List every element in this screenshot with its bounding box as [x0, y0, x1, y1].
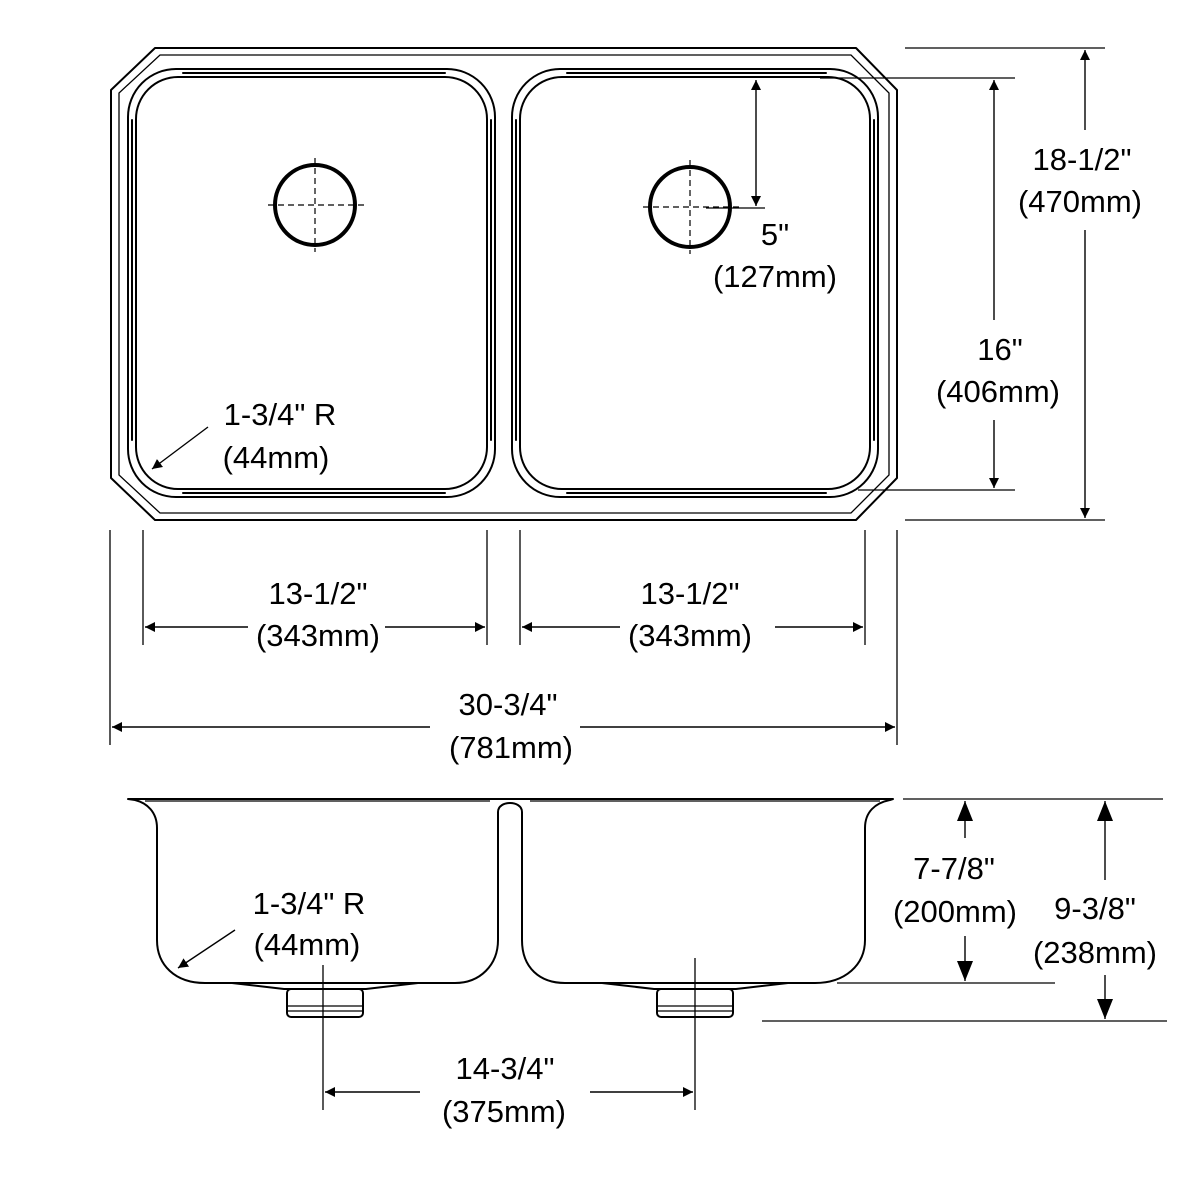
left-drain-icon: [273, 163, 357, 247]
drain-offset-mm: (127mm): [713, 259, 837, 294]
side-corner-radius-in: 1-3/4" R: [253, 886, 366, 921]
right-bowl-width-dimension: 13-1/2" (343mm): [522, 576, 863, 653]
right-bowl-width-mm: (343mm): [628, 618, 752, 653]
bowl-height-mm: (200mm): [893, 894, 1017, 929]
total-height-in: 9-3/8": [1054, 891, 1136, 926]
right-bowl: [511, 68, 879, 498]
sink-flange-outline: [110, 47, 898, 521]
left-strainer: [231, 982, 419, 1018]
side-bowl-profile: [127, 798, 894, 984]
sink-flange-inner: [118, 54, 890, 514]
left-bowl-width-dimension: 13-1/2" (343mm): [145, 576, 485, 653]
overall-depth-dimension: 18-1/2" (470mm): [905, 47, 1142, 521]
top-corner-radius-in: 1-3/4" R: [224, 397, 337, 432]
overall-depth-in: 18-1/2": [1033, 142, 1132, 177]
side-corner-radius-callout: 1-3/4" R (44mm): [177, 886, 366, 969]
overall-width-mm: (781mm): [449, 730, 573, 765]
left-bowl-width-mm: (343mm): [256, 618, 380, 653]
bowl-depth-mm: (406mm): [936, 374, 1060, 409]
top-corner-radius-callout: 1-3/4" R (44mm): [151, 397, 337, 475]
overall-depth-mm: (470mm): [1018, 184, 1142, 219]
drain-offset-dimension: 5" (127mm): [706, 77, 1015, 294]
bowl-depth-dimension: 16" (406mm): [858, 80, 1060, 491]
plan-view: 5" (127mm) 1-3/4" R (44mm) 16" (406mm) 1…: [109, 47, 1142, 765]
drain-spacing-in: 14-3/4": [456, 1051, 555, 1086]
overall-width-dimension: 30-3/4" (781mm): [112, 687, 895, 765]
left-bowl-width-in: 13-1/2": [269, 576, 368, 611]
total-height-mm: (238mm): [1033, 935, 1157, 970]
overall-width-in: 30-3/4": [459, 687, 558, 722]
bowl-depth-in: 16": [977, 332, 1023, 367]
left-bowl: [127, 68, 496, 498]
total-height-dimension: 9-3/8" (238mm): [1033, 801, 1157, 1019]
right-bowl-width-in: 13-1/2": [641, 576, 740, 611]
drain-offset-in: 5": [761, 217, 789, 252]
drain-spacing-mm: (375mm): [442, 1094, 566, 1129]
bowl-height-in: 7-7/8": [913, 851, 995, 886]
right-drain-icon: [648, 165, 732, 249]
side-view: 1-3/4" R (44mm) 14-3/4" (375mm) 7-7/8" (…: [127, 798, 1167, 1129]
drain-spacing-dimension: 14-3/4" (375mm): [325, 1051, 693, 1129]
bowl-height-dimension: 7-7/8" (200mm): [893, 801, 1017, 981]
top-corner-radius-mm: (44mm): [223, 440, 330, 475]
side-corner-radius-mm: (44mm): [254, 927, 361, 962]
